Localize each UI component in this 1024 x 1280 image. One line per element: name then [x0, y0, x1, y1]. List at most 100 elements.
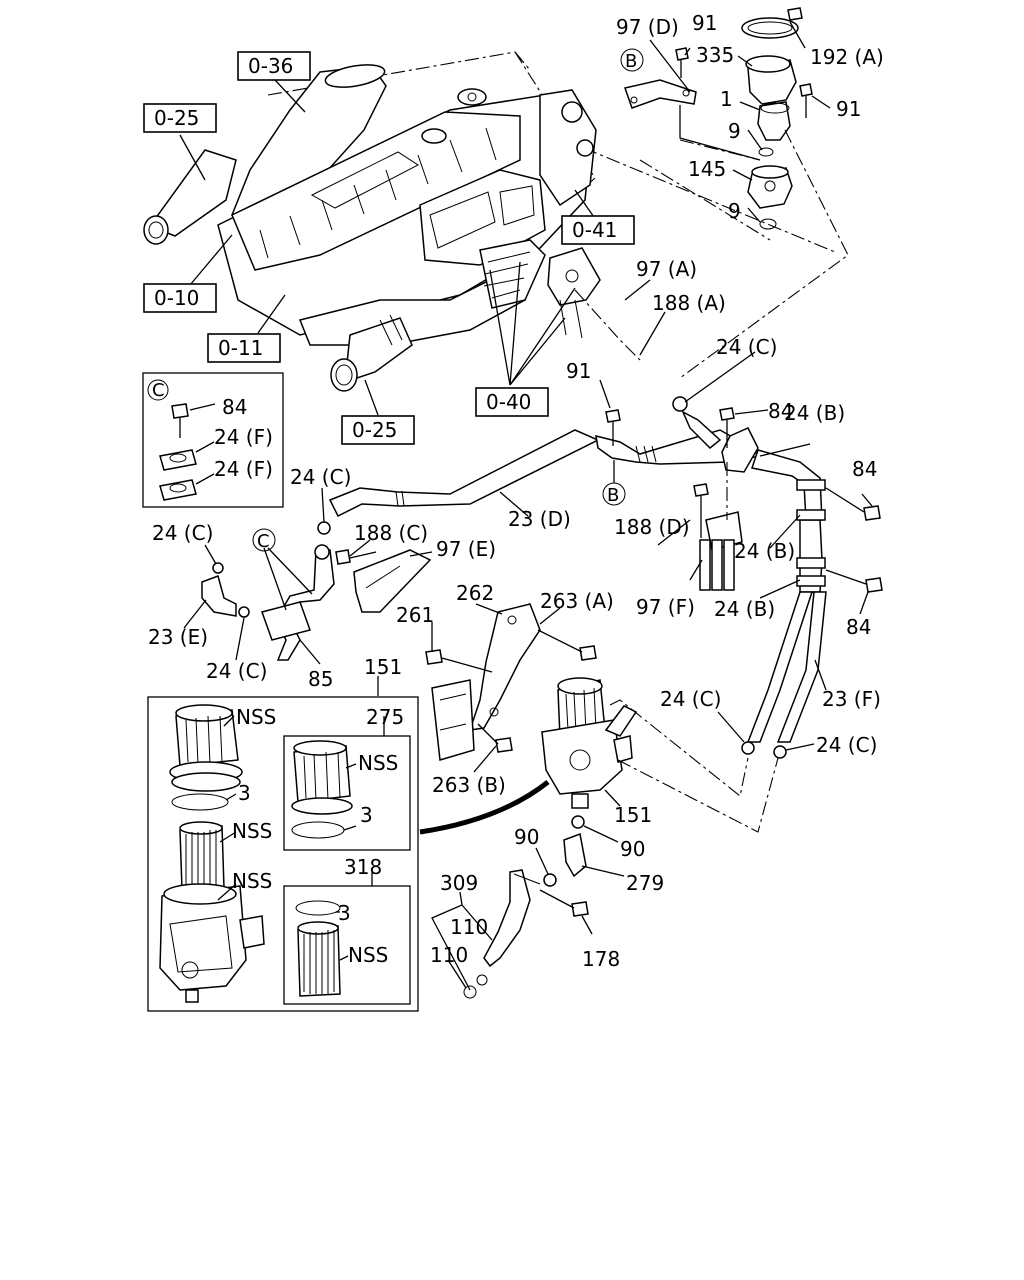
left-middle-components — [201, 521, 432, 661]
thermostat-group — [624, 7, 813, 230]
callout-263b: 263 (B) — [432, 773, 506, 797]
callout-nss-cap: NSS — [236, 705, 276, 729]
callout-84-detail-c: 84 — [222, 395, 247, 419]
filter-element-left — [179, 825, 225, 891]
callout-24b-mid: 24 (B) — [734, 539, 795, 563]
callout-110-upper: 110 — [450, 915, 488, 939]
callout-24c-far-left: 24 (C) — [152, 521, 213, 545]
callout-188c: 188 (C) — [354, 521, 428, 545]
detail-c-clamp-upper — [159, 449, 197, 471]
engine-leaders — [179, 79, 597, 416]
callout-labels: 97 (D) 91 192 (A) 335 1 91 9 145 9 97 (A… — [148, 11, 884, 971]
ref-box-0-25-upper — [143, 103, 217, 133]
marker-b-top-circle — [620, 48, 644, 72]
callout-1: 1 — [720, 87, 733, 111]
callout-261: 261 — [396, 603, 434, 627]
marker-b-mid: B — [607, 485, 619, 506]
callout-275: 275 — [366, 705, 404, 729]
callout-335: 335 — [696, 43, 734, 67]
ref-0-41: 0-41 — [572, 218, 617, 242]
callout-24c-bottom: 24 (C) — [660, 687, 721, 711]
circle-markers: B B C — [252, 48, 644, 552]
filter-housing — [159, 885, 247, 991]
reference-boxes: 0-36 0-25 0-10 0-11 0-41 0-40 0-25 — [143, 51, 635, 445]
callout-192a: 192 (A) — [810, 45, 884, 69]
callout-90-right: 90 — [620, 837, 645, 861]
callout-309: 309 — [440, 871, 478, 895]
callout-3-kit275: 3 — [360, 803, 373, 827]
pump-assembly — [419, 603, 638, 999]
callout-84-right: 84 — [852, 457, 877, 481]
detail-c-bolt — [171, 403, 189, 419]
callout-9-lower: 9 — [728, 199, 741, 223]
kit-275-frame — [283, 735, 411, 851]
marker-c-mid-circle — [252, 528, 276, 552]
callout-151-top: 151 — [364, 655, 402, 679]
thermostat-leaders — [639, 21, 849, 379]
callout-97a: 97 (A) — [636, 257, 697, 281]
callout-nss-housing: NSS — [232, 869, 272, 893]
marker-b-top: B — [625, 51, 637, 72]
callout-90-left: 90 — [514, 825, 539, 849]
callout-nss-element: NSS — [232, 819, 272, 843]
callout-151-pump: 151 — [614, 803, 652, 827]
kit-318-frame — [283, 885, 411, 1005]
callout-24c-bottom-right: 24 (C) — [816, 733, 877, 757]
engine-assembly — [143, 51, 836, 392]
callout-279: 279 — [626, 871, 664, 895]
ref-0-25-lower: 0-25 — [352, 418, 397, 442]
callout-178: 178 — [582, 947, 620, 971]
callout-145: 145 — [688, 157, 726, 181]
detail-c-marker: C — [152, 380, 165, 401]
kit-275-o-ring — [291, 821, 345, 839]
callout-3-kit318: 3 — [338, 901, 351, 925]
ref-box-0-10 — [143, 283, 217, 313]
callout-97e: 97 (E) — [436, 537, 496, 561]
left-middle-leaders — [183, 487, 433, 665]
callout-24b-top: 24 (B) — [784, 401, 845, 425]
filter-kit-frame — [147, 696, 419, 1012]
detail-c-marker-circle — [147, 379, 169, 401]
ref-0-40: 0-40 — [486, 390, 531, 414]
callout-84-top: 84 — [768, 399, 793, 423]
callout-110-lower: 110 — [430, 943, 468, 967]
callout-23e: 23 (E) — [148, 625, 208, 649]
pump-leaders — [377, 603, 779, 991]
detail-c-frame — [142, 372, 284, 508]
callout-91-mid: 91 — [566, 359, 591, 383]
detail-c-panel: C — [142, 372, 284, 508]
ref-0-36: 0-36 — [248, 54, 293, 78]
ref-box-0-41 — [561, 215, 635, 245]
o-ring-left — [171, 793, 229, 811]
callout-9-upper: 9 — [728, 119, 741, 143]
filter-kit-panel — [147, 696, 419, 1012]
callout-24c-top: 24 (C) — [716, 335, 777, 359]
callout-97f: 97 (F) — [636, 595, 695, 619]
callout-23f: 23 (F) — [822, 687, 881, 711]
callout-318: 318 — [344, 855, 382, 879]
callout-nss-kit275: NSS — [358, 751, 398, 775]
callout-91-top: 91 — [692, 11, 717, 35]
kit-318-o-ring — [295, 900, 341, 916]
callout-24f-detail-upper: 24 (F) — [214, 425, 273, 449]
callout-97d: 97 (D) — [616, 15, 679, 39]
hose-leaders — [499, 279, 873, 751]
hose-routes — [328, 396, 883, 759]
callout-nss-kit318: NSS — [348, 943, 388, 967]
ref-box-0-36 — [237, 51, 311, 81]
ref-0-11: 0-11 — [218, 336, 263, 360]
detail-c-clamp-lower — [159, 479, 197, 501]
callout-23d: 23 (D) — [508, 507, 571, 531]
callout-24f-detail-lower: 24 (F) — [214, 457, 273, 481]
callout-263a: 263 (A) — [540, 589, 614, 613]
filter-kit-leaders — [217, 715, 385, 961]
callout-84-low: 84 — [846, 615, 871, 639]
callout-24c-left: 24 (C) — [290, 465, 351, 489]
ref-box-0-11 — [207, 333, 281, 363]
callout-262: 262 — [456, 581, 494, 605]
callout-188d: 188 (D) — [614, 515, 690, 539]
callout-24b-low: 24 (B) — [714, 597, 775, 621]
ref-box-0-40 — [475, 387, 549, 417]
ref-0-10: 0-10 — [154, 286, 199, 310]
